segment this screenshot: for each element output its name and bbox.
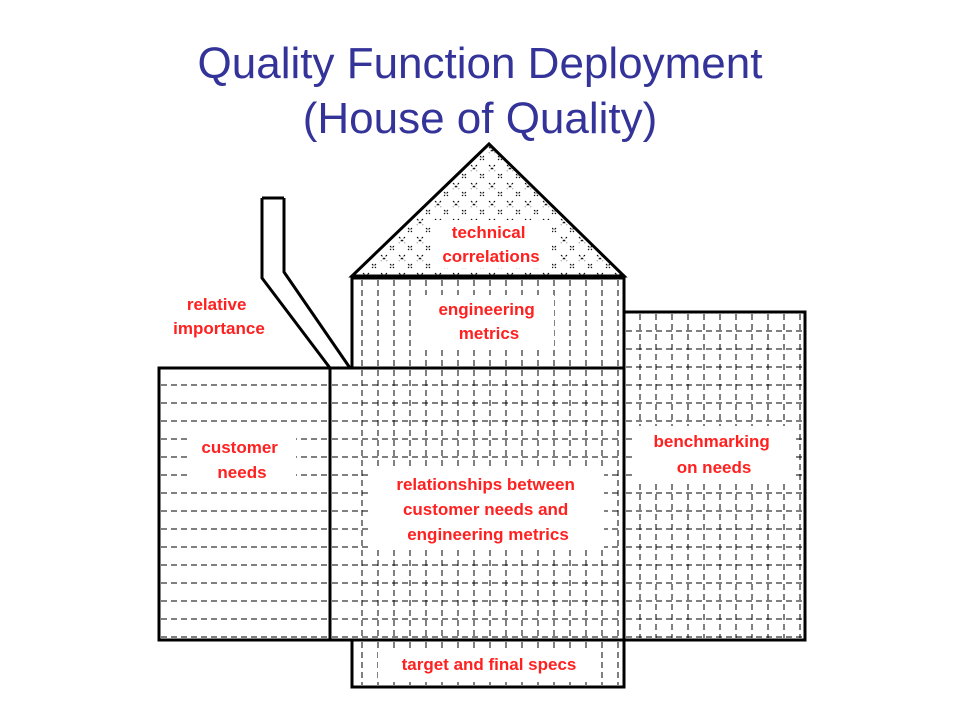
technical-correlations-line-1: technical [452,223,526,242]
relative-importance-line-2: importance [173,319,265,338]
customer-needs-label: customer needs [201,438,282,482]
technical-correlations-line-2: correlations [442,247,539,266]
engineering-metrics-line-1: engineering [438,300,534,319]
relative-importance-label: relative importance [173,295,265,338]
relationships-line-1: relationships between [396,475,575,494]
roof-label-bg [432,220,552,268]
relationships-line-2: customer needs and [403,500,568,519]
engineering-metrics-label: engineering metrics [438,300,539,343]
customer-needs-block [157,366,332,642]
title-line-1: Quality Function Deployment [197,39,763,88]
relative-importance-line-1: relative [187,295,247,314]
benchmarking-line-2: on needs [677,458,752,477]
slide-title: Quality Function Deployment (House of Qu… [0,36,960,146]
target-specs-label: target and final specs [402,655,577,674]
title-line-2: (House of Quality) [302,94,658,143]
benchmarking-label: benchmarking on needs [654,432,775,477]
technical-correlations-label: technical correlations [442,223,539,266]
customer-needs-line-1: customer [201,438,278,457]
relationships-label: relationships between customer needs and… [396,475,579,544]
chimney-relative-importance [260,196,352,369]
engineering-metrics-line-2: metrics [459,324,519,343]
relationships-line-3: engineering metrics [407,525,569,544]
customer-needs-line-2: needs [217,463,266,482]
roof-correlation-matrix [348,141,628,278]
benchmarking-line-1: benchmarking [654,432,770,451]
